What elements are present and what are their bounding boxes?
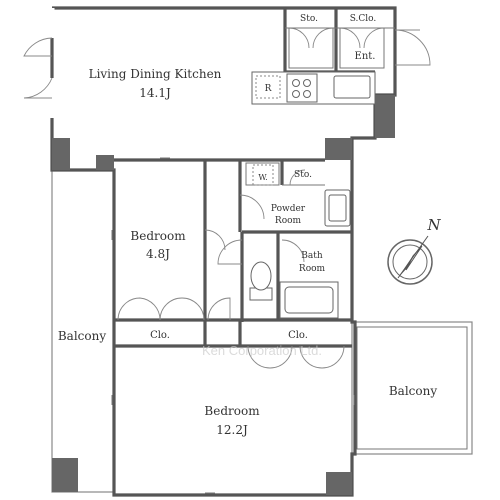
toilet-icon	[249, 261, 273, 301]
compass-north: N	[426, 216, 441, 234]
washer-letter: W.	[258, 173, 267, 182]
bedroom-large-size: 12.2J	[216, 423, 248, 437]
compass-icon	[387, 235, 433, 285]
balcony-right-label: Balcony	[389, 384, 437, 398]
closet-right-label: Clo.	[288, 330, 308, 341]
shoe-closet-label: S.Clo.	[350, 14, 377, 24]
bedroom-small-size: 4.8J	[146, 247, 170, 261]
refrigerator-letter: R	[265, 84, 272, 94]
sink-icon	[333, 75, 371, 99]
outer-wall	[50, 6, 397, 497]
balcony-right-area	[351, 321, 473, 455]
ldk-size: 14.1J	[139, 86, 171, 100]
ldk-name: Living Dining Kitchen	[89, 67, 222, 81]
refrigerator-symbol	[255, 75, 281, 99]
bath-room-line1: Bath	[301, 251, 323, 261]
bedroom-large-name: Bedroom	[204, 404, 260, 418]
storage-mid-label: Sto.	[294, 170, 312, 180]
washer-symbol	[252, 164, 274, 186]
watermark-text: Ken Corporation Ltd.	[202, 343, 322, 358]
powder-room-line2: Room	[275, 216, 302, 226]
closet-left-label: Clo.	[150, 330, 170, 341]
powder-room-line1: Powder	[271, 204, 306, 214]
storage-top-label: Sto.	[300, 14, 318, 24]
entrance-label: Ent.	[355, 51, 376, 62]
bedroom-small-name: Bedroom	[130, 229, 186, 243]
stove-icon	[286, 73, 318, 103]
balcony-left-label: Balcony	[58, 329, 106, 343]
bath-room-line2: Room	[299, 264, 326, 274]
